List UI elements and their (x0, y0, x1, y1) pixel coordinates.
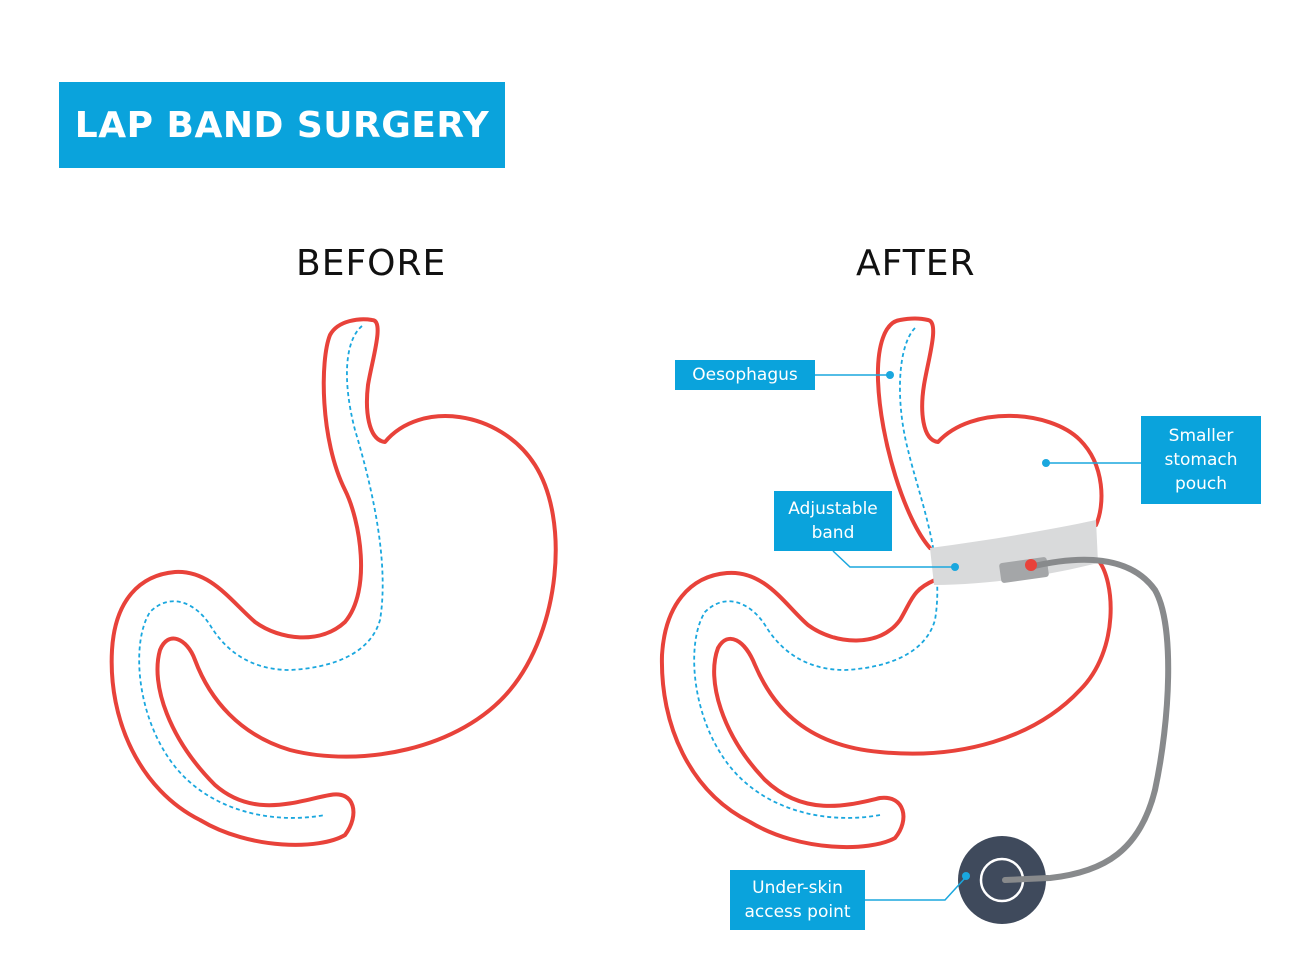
band-dot (951, 563, 959, 571)
access-port-tube-end (1002, 875, 1051, 883)
after-stomach-outline (659, 316, 1113, 850)
after-heading: AFTER (856, 243, 976, 284)
oesophagus-label: Oesophagus (675, 360, 815, 390)
access-point-leader (865, 876, 967, 901)
access-point-label: Under-skin access point (730, 870, 865, 930)
label-leaders (815, 371, 1141, 901)
title-banner: LAP BAND SURGERY (59, 82, 505, 168)
smaller-stomach-pouch-label: Smaller stomach pouch (1141, 416, 1261, 504)
pouch-dot (1042, 459, 1050, 467)
adjustable-band (930, 520, 1098, 585)
connection-tube (1002, 556, 1172, 883)
oesophagus-dot (886, 371, 894, 379)
band-leader (832, 550, 955, 568)
before-heading: BEFORE (296, 243, 447, 284)
access-point-dot (962, 872, 970, 880)
before-stomach-outline (109, 317, 558, 847)
page-title: LAP BAND SURGERY (74, 104, 490, 146)
adjustable-band-label: Adjustable band (774, 491, 892, 551)
after-stomach (659, 316, 1172, 924)
before-inner-dashed-line (138, 325, 384, 819)
valve-dot (1025, 559, 1037, 571)
after-inner-dashed-line (693, 327, 939, 819)
before-stomach (109, 317, 558, 847)
